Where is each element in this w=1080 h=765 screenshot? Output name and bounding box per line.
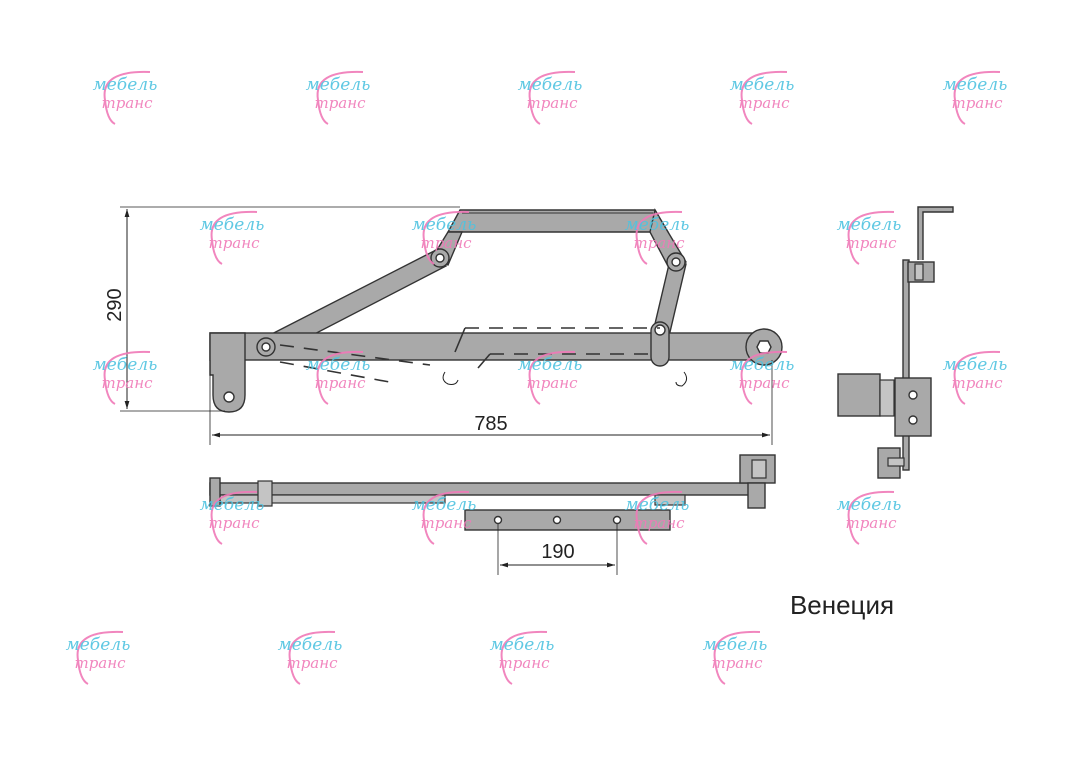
watermark-line1: мебель bbox=[66, 635, 131, 655]
watermark-line2: транс bbox=[526, 374, 578, 392]
base-bar bbox=[209, 332, 771, 361]
watermark-line1: мебель bbox=[518, 355, 583, 375]
watermark-line2: транс bbox=[951, 374, 1003, 392]
right-link-lower bbox=[653, 259, 687, 333]
watermark-line2: транс bbox=[526, 94, 578, 112]
watermark-line1: мебель bbox=[306, 75, 371, 95]
watermark-line1: мебель bbox=[490, 635, 555, 655]
watermark-line2: транс bbox=[498, 654, 550, 672]
watermark-line1: мебель bbox=[943, 75, 1008, 95]
watermark-line1: мебель bbox=[518, 75, 583, 95]
watermark-line2: транс bbox=[845, 514, 897, 532]
watermark-line2: транс bbox=[101, 374, 153, 392]
dimension-height: 290 bbox=[104, 206, 460, 412]
mounting-plate bbox=[464, 509, 671, 531]
watermark-layer: мебельтрансмебельтрансмебельтрансмебельт… bbox=[66, 70, 1008, 685]
top-view-bar bbox=[209, 482, 751, 496]
front-view bbox=[209, 208, 783, 413]
side-bracket bbox=[837, 373, 881, 417]
hole-spacing-label: 190 bbox=[541, 541, 574, 563]
watermark-line1: мебель bbox=[943, 355, 1008, 375]
watermark-line1: мебель bbox=[200, 495, 265, 515]
watermark-line2: транс bbox=[711, 654, 763, 672]
watermark-line1: мебель bbox=[625, 215, 690, 235]
watermark-line2: транс bbox=[101, 94, 153, 112]
dimension-length: 785 bbox=[209, 360, 773, 445]
watermark-line2: транс bbox=[286, 654, 338, 672]
product-name: Венеция bbox=[790, 590, 894, 620]
left-bracket bbox=[209, 332, 246, 413]
bracket-hole bbox=[223, 391, 235, 403]
side-view bbox=[837, 206, 954, 479]
watermark-line2: транс bbox=[738, 94, 790, 112]
watermark-line2: транс bbox=[951, 94, 1003, 112]
watermark-line2: транс bbox=[738, 374, 790, 392]
dimension-hole-spacing: 190 bbox=[497, 524, 618, 575]
watermark-line1: мебель bbox=[412, 215, 477, 235]
watermark-line1: мебель bbox=[703, 635, 768, 655]
watermark-line2: транс bbox=[208, 234, 260, 252]
watermark-line2: транс bbox=[314, 94, 366, 112]
watermark-line1: мебель bbox=[93, 75, 158, 95]
watermark-line1: мебель bbox=[93, 355, 158, 375]
watermark-line1: мебель bbox=[200, 215, 265, 235]
watermark-line2: транс bbox=[420, 234, 472, 252]
watermark-line1: мебель bbox=[730, 75, 795, 95]
height-label: 290 bbox=[104, 288, 126, 321]
watermark-line1: мебель bbox=[625, 495, 690, 515]
watermark-line1: мебель bbox=[730, 355, 795, 375]
top-view bbox=[209, 454, 776, 531]
watermark-line1: мебель bbox=[412, 495, 477, 515]
watermark-line1: мебель bbox=[837, 215, 902, 235]
watermark-line2: транс bbox=[208, 514, 260, 532]
hex-nut-icon bbox=[756, 340, 772, 354]
watermark-line2: транс bbox=[633, 234, 685, 252]
watermark-line2: транс bbox=[633, 514, 685, 532]
watermark-line1: мебель bbox=[306, 355, 371, 375]
watermark-line2: транс bbox=[74, 654, 126, 672]
length-label: 785 bbox=[474, 413, 507, 435]
watermark-line2: транс bbox=[420, 514, 472, 532]
watermark-line2: транс bbox=[314, 374, 366, 392]
watermark-line1: мебель bbox=[837, 495, 902, 515]
watermark-line2: транс bbox=[845, 234, 897, 252]
watermark-line1: мебель bbox=[278, 635, 343, 655]
